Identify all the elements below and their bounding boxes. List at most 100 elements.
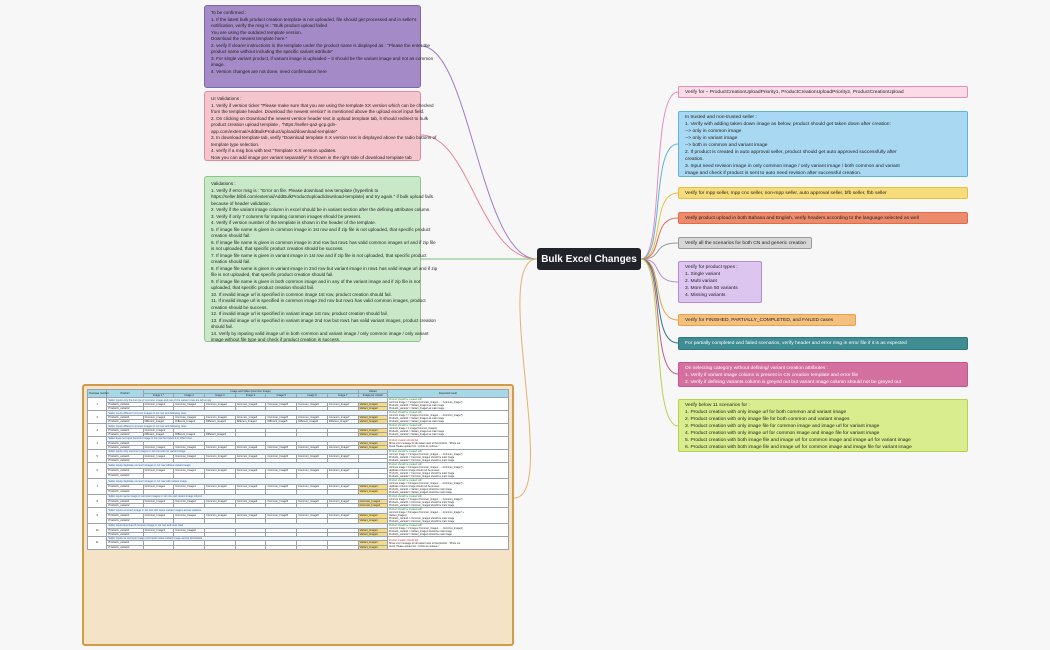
image-cell: Different_Image1 — [142, 419, 175, 425]
text-line: 6. Product creation with both image file… — [685, 444, 912, 450]
node-category-attributes[interactable]: On selecting category without defining/ … — [678, 362, 968, 387]
card-ui-validations[interactable]: UI Validations :1. Verify if version tic… — [204, 91, 437, 161]
header-expected: Expected result — [387, 388, 509, 399]
expected-result: Product should be created with :common i… — [387, 397, 509, 412]
expected-line: Product should be created with : — [389, 508, 424, 512]
text-line: because of header validation. — [211, 200, 272, 206]
text-line: Validations : — [211, 181, 236, 186]
link-table — [513, 258, 538, 499]
text-line: 12. If invalid image url is specified in… — [211, 311, 388, 317]
image-cell: Different_Image1 — [142, 432, 175, 438]
expected-line: common image = 7 images (Common_image1..… — [389, 498, 463, 502]
expected-line: Product should be created with : — [389, 479, 424, 483]
text-line: 1. If the latest bulk product creation t… — [211, 16, 417, 22]
text-line: image and check if product is sent to au… — [685, 170, 862, 176]
expected-result: Product should be created with :common i… — [387, 449, 509, 464]
text-line: 1. Verify with adding taken down image a… — [685, 121, 891, 127]
node-product-types[interactable]: Verify for product types :1. Single vari… — [678, 261, 762, 303]
product-cell: Product1_variant1 — [106, 540, 144, 546]
node-cn-generic[interactable]: Verify all the scenarios for both CN and… — [678, 237, 812, 249]
node-lines: Verify for FINISHED, PARTIALLY_COMPLETED… — [685, 318, 849, 325]
node-lines: Verify below 11 scenarios for :1. Produc… — [685, 403, 961, 452]
expected-line: found. Please upload min. 1 photo to con… — [389, 444, 440, 448]
expected-line: Show error message for all variant rows … — [389, 441, 461, 445]
node-11-scenarios[interactable]: Verify below 11 scenarios for :1. Produc… — [678, 399, 968, 452]
image-cell — [142, 544, 175, 550]
node-trusted-sellers[interactable]: In trusted and non-trusted seller :1. Ve… — [678, 111, 968, 177]
expected-line: Product1_variant1 = Common_Image1 should… — [389, 517, 455, 521]
expected-line: Product1_variant2 = Common_Image1 should… — [389, 459, 455, 463]
link-confirm — [420, 45, 538, 260]
expected-result: Product should be created with :common i… — [387, 523, 509, 538]
image-cell — [142, 502, 175, 509]
testcase-table-card[interactable]: Testcase number Product Image and Video … — [82, 384, 514, 646]
text-line: file is not uploaded, that specific prod… — [211, 272, 334, 278]
expected-line: Product1_variant1 = Common_Image1 should… — [389, 456, 455, 460]
expected-line: common image = 7 images (Common_image1..… — [389, 414, 463, 418]
image-cell — [326, 544, 359, 550]
testcase-number: 6 — [86, 462, 108, 480]
text-line: 1. Verify if version ticker "Please make… — [211, 102, 434, 108]
expected-line: Product1_variant1 = Variant_Image1 as ma… — [389, 417, 445, 421]
text-line: 13. If invalid image url is specified in… — [211, 317, 436, 323]
expected-line: Product1_variant1 = Variant_Image1 shoul… — [389, 488, 452, 492]
text-line: 8. If image file name is given in varian… — [211, 265, 438, 271]
central-topic[interactable]: Bulk Excel Changes — [537, 248, 641, 270]
text-line: --> only in common image — [685, 128, 742, 134]
text-line: --> both in common and variant image — [685, 142, 768, 148]
testcase-number: 11 — [86, 536, 108, 550]
image-cell — [142, 457, 175, 464]
text-line: Verify for FINISHED, PARTIALLY_COMPLETED… — [685, 318, 834, 323]
text-line: 6. If image file name is given in common… — [211, 239, 436, 245]
card-validations[interactable]: Validations :1. Verify if error msg is :… — [204, 176, 438, 344]
text-line: https://seller.blibli.com/external/AddBu… — [211, 194, 434, 200]
text-line: 1. Single variant — [685, 271, 721, 277]
text-line: should fail. — [211, 324, 233, 330]
image-cell — [234, 544, 267, 550]
image-cell: Different_Image2 — [173, 419, 205, 425]
node-lines: For partially completed and failed scena… — [685, 341, 961, 348]
text-line: 3. In download template tab, verify "Dow… — [211, 135, 437, 141]
card-to-be-confirmed[interactable]: To be confirmed :1. If the latest bulk p… — [204, 5, 433, 88]
central-topic-label: Bulk Excel Changes — [541, 253, 637, 265]
expected-result: Product should be created with :common i… — [387, 462, 509, 480]
variant-image-cell: Variant_Image2 — [357, 419, 389, 425]
node-partial-failed[interactable]: For partially completed and failed scena… — [678, 337, 968, 350]
text-line: 5. If image file name is given in common… — [211, 226, 431, 232]
variant-image-cell: Variant_Image2 — [357, 432, 389, 438]
image-cell — [173, 472, 205, 480]
text-line: You are using the outdated template vers… — [211, 29, 303, 35]
text-line: 3. Product creation with only image file… — [685, 423, 880, 429]
node-finished-cases[interactable]: Verify for FINISHED, PARTIALLY_COMPLETED… — [678, 314, 856, 326]
header-image: Image 3 — [204, 393, 236, 399]
product-cell: Product1_variant2 — [106, 419, 144, 425]
link-scenarios — [640, 258, 679, 427]
expected-result: Product should be created with :common i… — [387, 507, 509, 525]
expected-line: Product1_variant2 = Variant_Image2 as ma… — [389, 407, 445, 411]
text-line: image. — [211, 62, 225, 68]
link-trusted — [640, 143, 679, 260]
testcase-number: 5 — [86, 449, 108, 464]
image-cell — [204, 472, 236, 480]
card-lines: Validations :1. Verify if error msg is :… — [211, 181, 438, 344]
expected-line: Product should be created with : — [389, 424, 424, 428]
node-seller-types[interactable]: Verify for mpp seller, mpp cnc seller, n… — [678, 187, 968, 199]
node-lines: On selecting category without defining/ … — [685, 366, 961, 387]
image-cell — [204, 406, 236, 412]
text-line: Verify for product types : — [685, 265, 738, 270]
text-line: 3. Verify if only 7 columns for inputing… — [211, 213, 362, 219]
expected-result: Product should be created with : common i… — [387, 494, 509, 509]
node-priority[interactable]: Verify for – ProductCreationUploadPriori… — [678, 86, 968, 98]
image-cell — [173, 531, 205, 538]
image-cell — [142, 406, 175, 412]
variant-image-cell: Variant_Image1 — [357, 540, 389, 546]
node-bahasa-english[interactable]: Verify product upload in both Bahasa and… — [678, 212, 968, 224]
